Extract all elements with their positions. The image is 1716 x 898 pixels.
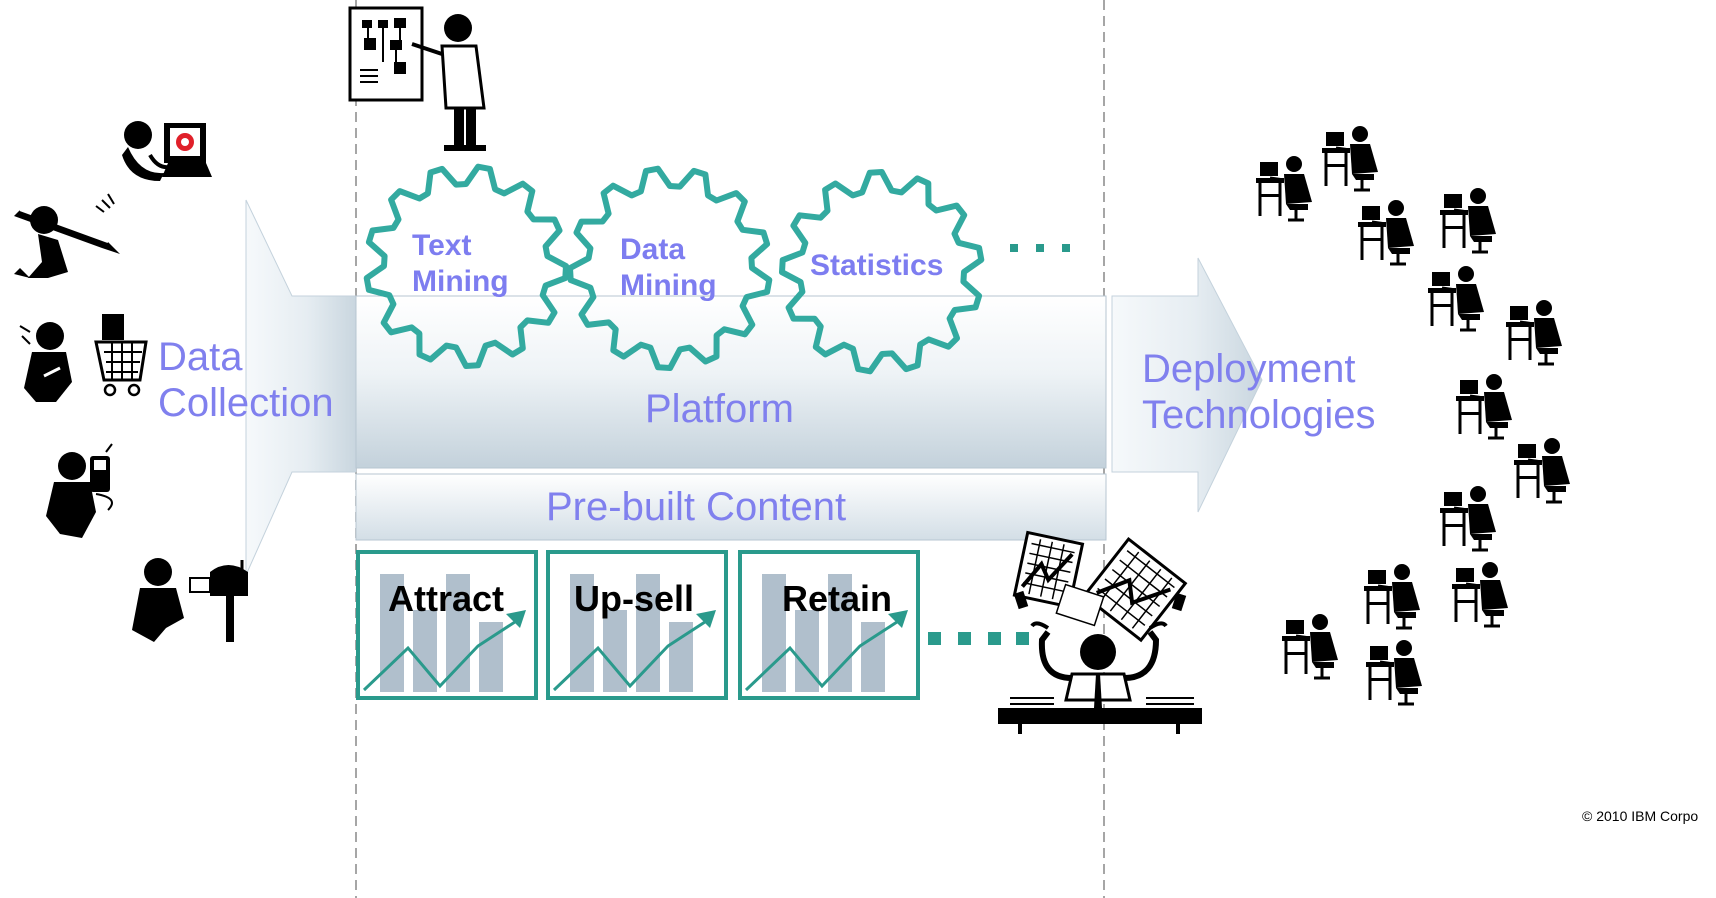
- content-box-bar: [636, 574, 660, 692]
- office-worker-icon: [1440, 486, 1496, 552]
- person-at-computer-icon: [122, 121, 212, 181]
- content-box-up-sell: [546, 550, 728, 700]
- content-box-bar: [446, 574, 470, 692]
- content-continuation-dots: [928, 632, 1029, 645]
- office-worker-icon: [1282, 614, 1338, 680]
- office-worker-icon: [1428, 266, 1484, 332]
- office-worker-icon: [1364, 564, 1420, 630]
- person-at-mailbox-icon: [132, 558, 248, 642]
- office-worker-icon: [1366, 640, 1422, 706]
- content-box-label-attract: Attract: [388, 578, 505, 619]
- juggling-analyst-icon: [998, 530, 1202, 734]
- gear-1: [363, 163, 569, 369]
- gear-continuation-dot: [1062, 244, 1070, 252]
- office-worker-icon: [1456, 374, 1512, 440]
- pre-built-content-label: Pre-built Content: [546, 485, 847, 529]
- content-box-retain: [738, 550, 920, 700]
- person-with-pencil-icon: [14, 193, 120, 278]
- office-worker-icon: [1452, 562, 1508, 628]
- trend-arrow-head: [696, 610, 716, 628]
- office-worker-icon: [1514, 438, 1570, 504]
- office-worker-group: [1256, 126, 1570, 706]
- platform-label: Platform: [645, 387, 794, 431]
- office-worker-icon: [1322, 126, 1378, 192]
- gear-2: [567, 165, 773, 371]
- person-with-phone-icon: [46, 443, 113, 538]
- gear-continuation-dot: [1036, 244, 1044, 252]
- trend-line: [744, 618, 901, 692]
- deployment-arrow: [1111, 257, 1263, 513]
- office-worker-icon: [1256, 156, 1312, 222]
- office-worker-icon: [1506, 300, 1562, 366]
- gear-group: [363, 163, 1070, 375]
- copyright-text: © 2010 IBM Corpo: [1582, 808, 1699, 824]
- shopper-with-cart-icon: [19, 314, 148, 402]
- deployment-technologies-label: Deployment Technologies: [1142, 347, 1376, 437]
- trend-arrow-head: [888, 610, 908, 628]
- trend-arrow-head: [506, 610, 526, 628]
- presenter-with-chart-icon: [348, 6, 486, 151]
- content-box-group: [356, 550, 920, 700]
- gear-continuation-dot: [1010, 244, 1018, 252]
- office-worker-icon: [1440, 188, 1496, 254]
- trend-line: [362, 618, 519, 692]
- content-box-attract: [356, 550, 538, 700]
- content-box-label-retain: Retain: [782, 578, 893, 619]
- gear-label-data-mining: Data Mining: [620, 233, 717, 302]
- data-collection-label: Data Collection: [158, 335, 334, 425]
- trend-line: [552, 618, 709, 692]
- gear-label-statistics: Statistics: [810, 249, 944, 282]
- content-bar: [355, 473, 1107, 541]
- office-worker-icon: [1358, 200, 1414, 266]
- content-box-label-up-sell: Up-sell: [574, 578, 695, 619]
- gear-label-text-mining: Text Mining: [412, 229, 509, 298]
- gear-3: [779, 169, 985, 375]
- platform-bar: [355, 295, 1107, 469]
- content-box-bar: [828, 574, 852, 692]
